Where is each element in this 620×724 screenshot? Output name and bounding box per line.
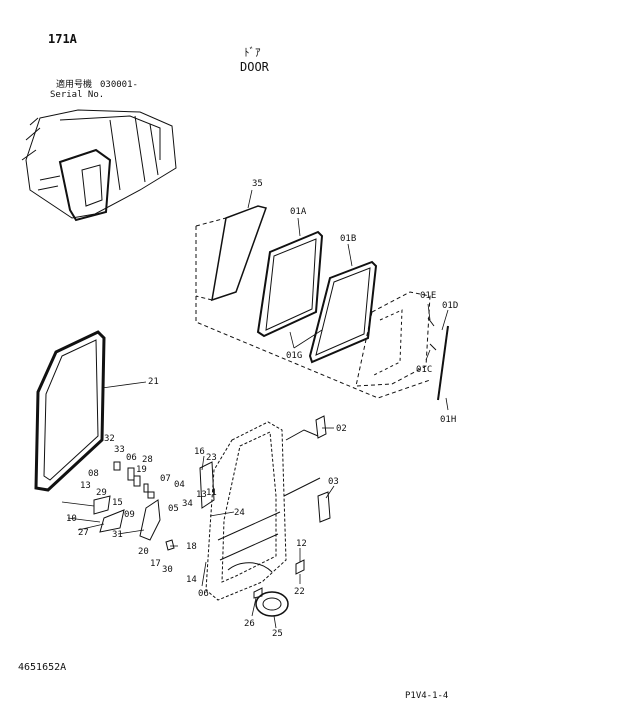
callout-08: 08 — [88, 469, 99, 479]
callout-05: 05 — [168, 504, 179, 514]
callout-30: 30 — [162, 565, 173, 575]
callout-27: 27 — [78, 528, 89, 538]
applicable-label: 適用号機 — [56, 80, 93, 90]
callout-01C: 01C — [416, 365, 432, 375]
cab-key-view — [21, 109, 177, 222]
callout-24: 24 — [234, 508, 245, 518]
callout-01G: 01G — [286, 351, 302, 361]
callout-01D: 01D — [442, 301, 458, 311]
callout-06-lower: 06 — [198, 589, 209, 599]
callout-13-mid: 13 — [196, 490, 207, 500]
part-01B-window — [308, 260, 378, 364]
part-25-handle — [255, 591, 289, 617]
callout-10: 10 — [66, 514, 77, 524]
callout-21: 21 — [148, 377, 159, 387]
serial-value: 030001- — [100, 80, 138, 90]
part-35-glass — [211, 205, 267, 302]
part-12-bracket — [295, 559, 305, 575]
callout-17: 17 — [150, 559, 161, 569]
part-21-seal — [34, 330, 106, 492]
callout-19: 19 — [136, 465, 147, 475]
callout-22: 22 — [294, 587, 305, 597]
callout-01H: 01H — [440, 415, 456, 425]
callout-16: 16 — [194, 447, 205, 457]
sheet-reference: P1V4-1-4 — [405, 691, 449, 701]
callout-26: 26 — [244, 619, 255, 629]
callout-04: 04 — [174, 480, 185, 490]
part-26-screw — [253, 587, 263, 599]
part-02-hinge — [315, 415, 327, 439]
part-13-plate — [93, 495, 111, 515]
callout-23: 23 — [206, 453, 217, 463]
part-01H-strip — [437, 325, 449, 401]
part-23-handle-bar — [199, 461, 215, 509]
glass-group-outline — [195, 217, 431, 399]
callout-labels: 35 01A 01B 01E 01D 01C 01G 01H 21 02 03 … — [66, 179, 458, 639]
callout-32: 32 — [104, 434, 115, 444]
serial-label: Serial No. — [50, 90, 105, 100]
callout-33: 33 — [114, 445, 125, 455]
callout-13-left: 13 — [80, 481, 91, 491]
part-03-hinge — [317, 491, 331, 523]
callout-35: 35 — [252, 179, 263, 189]
title-english: DOOR — [240, 60, 269, 74]
callout-07: 07 — [160, 474, 171, 484]
part-01A-window — [256, 230, 324, 338]
callout-01E: 01E — [420, 291, 436, 301]
page-code: 171A — [48, 32, 77, 46]
callout-03: 03 — [328, 477, 339, 487]
title-japanese: ﾄﾞｱ — [244, 46, 261, 59]
callout-11: 11 — [206, 488, 217, 498]
drawing-number: 4651652A — [18, 662, 67, 673]
callout-09: 09 — [124, 510, 135, 520]
callout-01A: 01A — [290, 207, 307, 217]
callout-14: 14 — [186, 575, 197, 585]
callout-34: 34 — [182, 499, 193, 509]
latch-small-parts — [113, 461, 155, 499]
sliding-panel — [355, 291, 431, 387]
callout-18: 18 — [186, 542, 197, 552]
callout-15: 15 — [112, 498, 123, 508]
door-frame — [205, 421, 321, 601]
callout-12: 12 — [296, 539, 307, 549]
part-30-bolt — [165, 539, 175, 551]
part-27-plate — [99, 509, 125, 533]
callout-06-upper: 06 — [126, 453, 137, 463]
callout-02: 02 — [336, 424, 347, 434]
callout-01B: 01B — [340, 234, 356, 244]
leader-lines — [61, 189, 449, 629]
part-20-lever — [139, 499, 161, 541]
callout-28: 28 — [142, 455, 153, 465]
callout-25: 25 — [272, 629, 283, 639]
callout-20: 20 — [138, 547, 149, 557]
callout-29: 29 — [96, 488, 107, 498]
callout-31: 31 — [112, 530, 123, 540]
